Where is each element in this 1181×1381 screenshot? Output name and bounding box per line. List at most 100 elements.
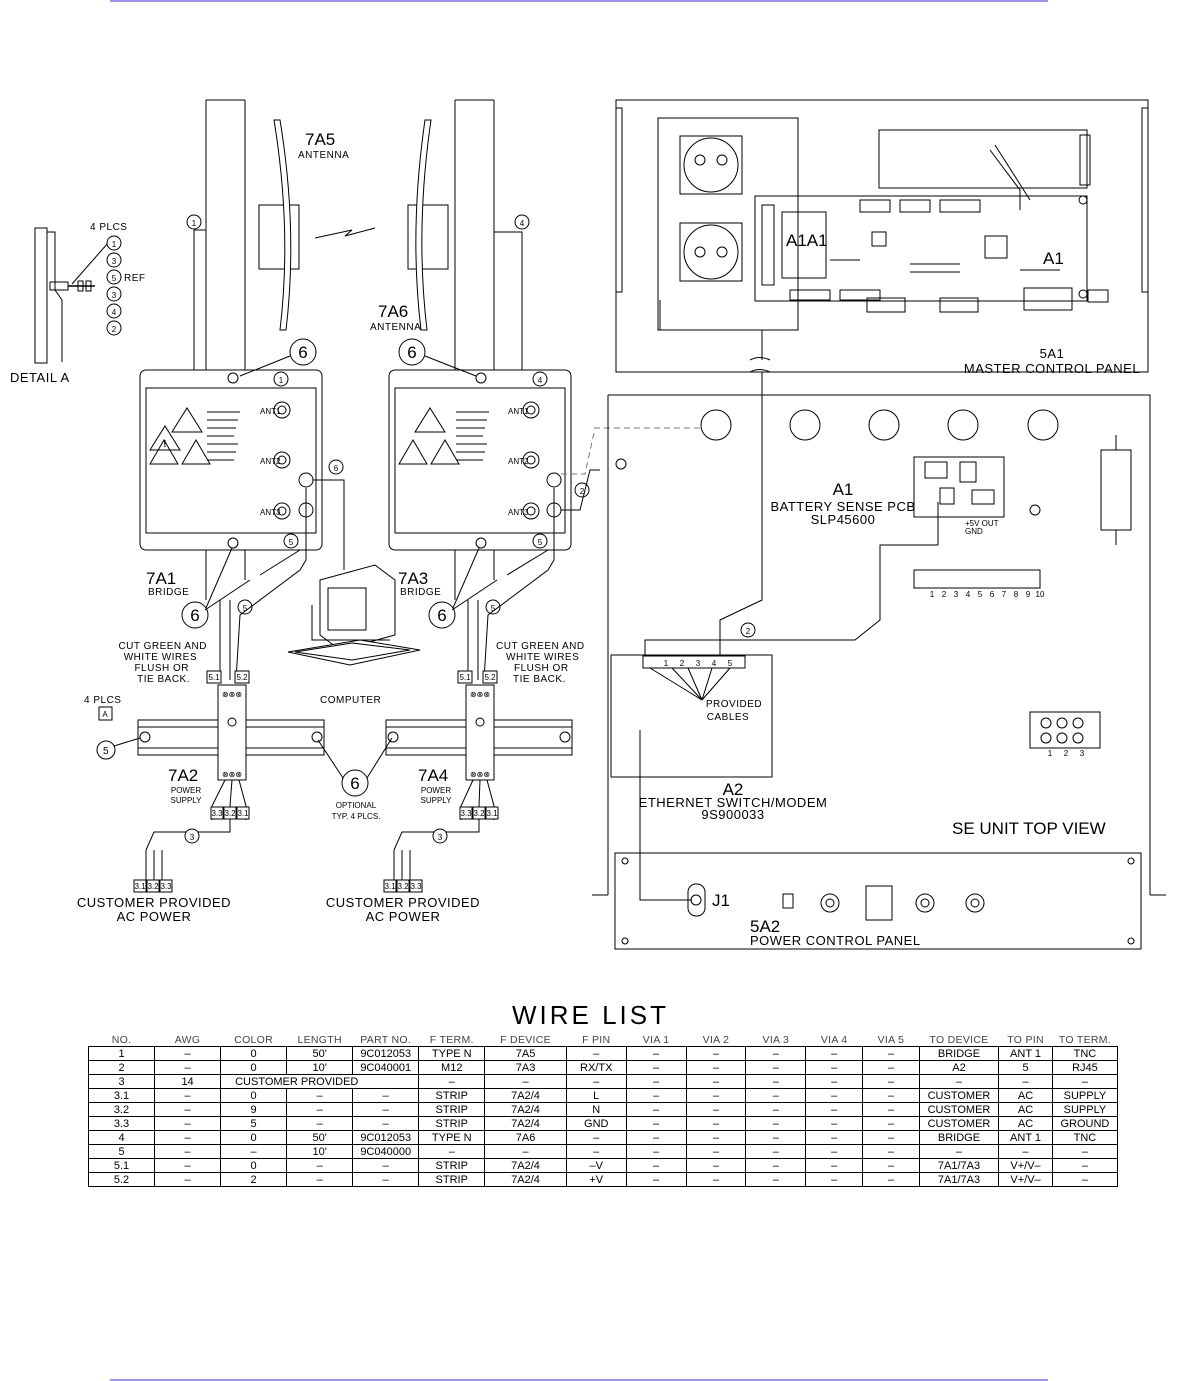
switch-title: ETHERNET SWITCH/MODEM [639, 795, 828, 810]
table-cell: – [625, 1144, 687, 1159]
table-cell: – [352, 1172, 420, 1187]
table-cell: N [565, 1102, 627, 1117]
table-cell: – [154, 1116, 222, 1131]
col-part-no: PART NO. [360, 1033, 412, 1046]
table-cell: – [565, 1074, 627, 1089]
table-cell: – [805, 1116, 863, 1131]
table-cell: – [918, 1074, 1000, 1089]
callout-6-small: 6 [334, 464, 339, 473]
table-cell: – [745, 1116, 807, 1131]
top-rule [110, 0, 1048, 2]
svg-text:6: 6 [190, 606, 199, 625]
table-cell: – [862, 1102, 920, 1117]
svg-text:2: 2 [112, 325, 117, 334]
table-cell: 14 [154, 1074, 222, 1089]
detail-a: 4 PLCS 1 3 5 3 4 2 REF DETAIL A [10, 222, 145, 385]
power-panel-id: 5A2 [750, 917, 780, 936]
din-rails [137, 719, 573, 756]
table-cell: – [805, 1144, 863, 1159]
bridge-7a1: ! ANT1 ANT2 ANT3 [139, 369, 323, 551]
ps-7a4-label1: POWER [421, 786, 451, 795]
table-cell: – [862, 1158, 920, 1173]
callout-5-2-left: 5.2 [236, 673, 248, 682]
table-cell: – [862, 1060, 920, 1075]
svg-text:6: 6 [407, 343, 416, 362]
col-via-2: VIA 2 [702, 1033, 730, 1046]
switch-ports: 1 2 3 4 5 [664, 659, 733, 668]
table-cell: SUPPLY [1051, 1102, 1119, 1117]
bridge2-ant1: ANT1 [508, 407, 529, 416]
svg-text:4: 4 [712, 659, 717, 668]
table-cell: RJ45 [1051, 1060, 1119, 1075]
table-cell: 5 [220, 1116, 288, 1131]
table-cell: – [154, 1088, 222, 1103]
table-cell: 7A5 [484, 1046, 567, 1061]
table-cell: – [286, 1088, 354, 1103]
svg-text:10: 10 [1036, 590, 1045, 599]
table-cell: – [862, 1046, 920, 1061]
col-color: COLOR [234, 1033, 274, 1046]
detail-a-title: DETAIL A [10, 370, 70, 385]
table-cell: – [805, 1060, 863, 1075]
bridge1-ant3: ANT3 [260, 508, 281, 517]
callout-5-bridge1: 5 [289, 538, 294, 547]
svg-text:6: 6 [298, 343, 307, 362]
svg-text:2: 2 [680, 659, 685, 668]
svg-text:3: 3 [1080, 749, 1085, 758]
detail-a-plcs: 4 PLCS [90, 222, 127, 233]
table-cell: – [154, 1144, 222, 1159]
table-cell: – [625, 1074, 687, 1089]
bridge-7a3-id: 7A3 [398, 569, 428, 588]
bridge-7a3: ANT1 ANT2 ANT3 [388, 369, 572, 551]
master-panel-id: 5A1 [1040, 346, 1065, 361]
table-cell: – [745, 1046, 807, 1061]
terminal-numbers-small: 1 2 3 [1048, 749, 1085, 758]
svg-text:1: 1 [112, 240, 117, 249]
power-supply-7a2: ⊗⊗⊗ ⊗⊗⊗ [217, 684, 247, 781]
svg-text:1: 1 [664, 659, 669, 668]
table-cell: – [352, 1102, 420, 1117]
table-cell: 9C012053 [352, 1130, 420, 1145]
table-cell: – [484, 1074, 567, 1089]
battery-part: SLP45600 [811, 512, 876, 527]
svg-text:3: 3 [112, 291, 117, 300]
callout-1-bridge: 1 [279, 376, 284, 385]
detail-a-callouts: 1 3 5 3 4 2 [106, 235, 122, 336]
table-cell: RX/TX [565, 1060, 627, 1075]
col-f-pin: F PIN [582, 1033, 611, 1046]
svg-text:1: 1 [930, 590, 935, 599]
table-cell: AC [998, 1116, 1053, 1131]
battery-title: BATTERY SENSE PCB [770, 499, 915, 514]
svg-text:3: 3 [112, 257, 117, 266]
table-cell: 50' [286, 1130, 354, 1145]
table-cell: CUSTOMER [918, 1116, 1000, 1131]
svg-text:5: 5 [112, 274, 117, 283]
provided-cables-2: CABLES [707, 712, 749, 723]
table-cell: 5.2 [87, 1172, 156, 1187]
table-cell: ANT 1 [998, 1046, 1053, 1061]
table-cell: – [625, 1046, 687, 1061]
table-cell: CUSTOMER PROVIDED [220, 1074, 420, 1089]
table-cell: STRIP [418, 1088, 486, 1103]
ac-power-right-1: CUSTOMER PROVIDED [326, 895, 480, 910]
table-cell: 7A1/7A3 [918, 1158, 1000, 1173]
switch-part: 9S900033 [701, 807, 764, 822]
table-cell: STRIP [418, 1102, 486, 1117]
col-via-3: VIA 3 [762, 1033, 790, 1046]
wire-list-table: NO. AWG COLOR LENGTH PART NO. F TERM. F … [87, 1033, 1119, 1187]
table-cell: – [745, 1144, 807, 1159]
table-cell: – [745, 1172, 807, 1187]
table-cell: – [352, 1088, 420, 1103]
table-cell: – [154, 1046, 222, 1061]
ps-7a4-id: 7A4 [418, 766, 448, 785]
svg-text:3.2: 3.2 [224, 809, 236, 818]
table-cell: – [745, 1060, 807, 1075]
table-cell: V+/V– [998, 1172, 1053, 1187]
table-cell: GND [565, 1116, 627, 1131]
table-cell: – [625, 1116, 687, 1131]
table-cell: – [685, 1116, 747, 1131]
table-cell: – [998, 1144, 1053, 1159]
